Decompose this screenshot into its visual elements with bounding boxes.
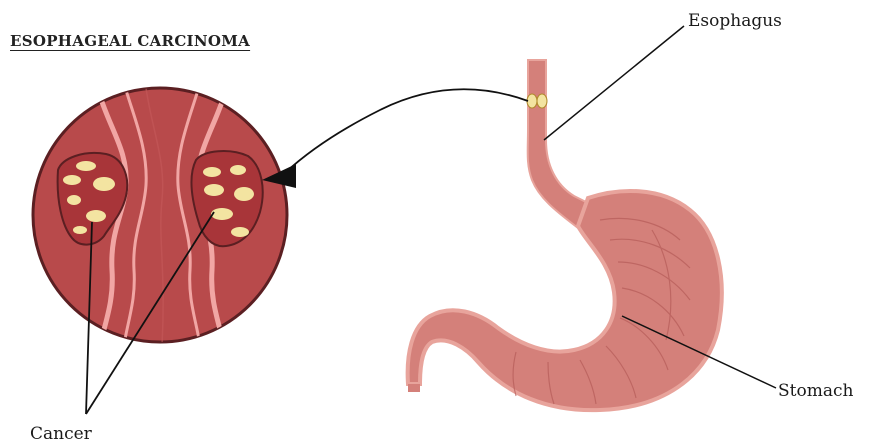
tumor-nodule — [86, 210, 106, 222]
tumor-nodule — [203, 167, 221, 177]
tumor-nodule — [234, 187, 254, 201]
leader-line-esophagus — [544, 26, 684, 140]
cancer-label: Cancer — [30, 426, 92, 443]
tumor-nodule — [231, 227, 249, 237]
diagram-title: ESOPHAGEAL CARCINOMA — [10, 34, 250, 49]
stomach-label: Stomach — [778, 383, 853, 400]
stomach-body — [408, 191, 722, 410]
tumor-nodule — [63, 175, 81, 185]
duodenum — [408, 384, 420, 392]
esophagus-label: Esophagus — [688, 13, 782, 30]
tumor-nodule — [204, 184, 224, 196]
zoom-cross-section — [33, 88, 287, 345]
pointer-curve — [286, 89, 528, 172]
tumor-nodule — [93, 177, 115, 191]
zoom-pointer — [262, 89, 528, 188]
tumor-nodule — [76, 161, 96, 171]
tumor-nodule — [211, 208, 233, 220]
tumor-nodule — [73, 226, 87, 234]
esophagus-stomach — [408, 60, 722, 410]
esophagus-tube — [528, 60, 594, 228]
tumor-nodule — [230, 165, 246, 175]
tumor-nodule — [67, 195, 81, 205]
